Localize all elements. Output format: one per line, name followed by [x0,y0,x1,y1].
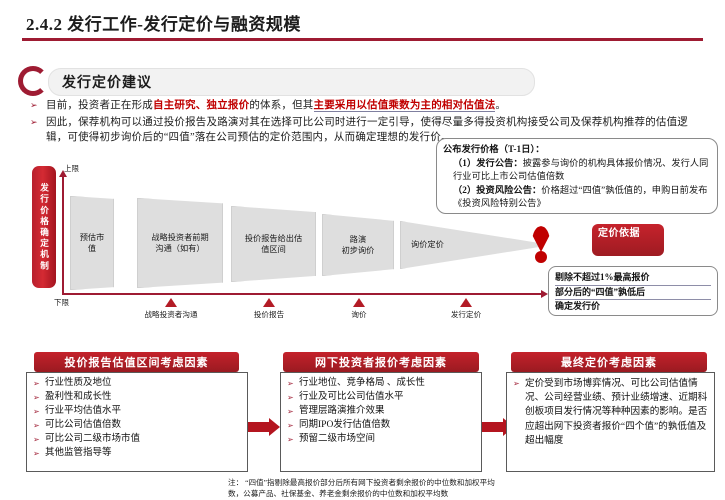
timeline-tick-1-icon [165,298,177,307]
vertical-axis [59,170,67,294]
list-item: ➢其他监管指导等 [33,447,243,461]
list-item: ➢同期IPO发行估值倍数 [287,419,477,433]
horizontal-axis [62,290,548,298]
pricing-rule-note: 剔除不超过1%最高报价 部分后的“四值”孰低后 确定发行价 [548,266,718,316]
mechanism-bar [32,166,56,288]
bullet-marker-icon: ➢ [30,117,38,127]
list-item: ➢盈利性和成长性 [33,391,243,405]
funnel-segment-1: 预估市值 [70,196,114,290]
axis-label-lower: 下限 [54,298,69,307]
issue-price-announcement-card: 公布发行价格（T-1日）： （1）发行公告：披露参与询价的机构具体报价情况、发行… [436,138,718,214]
bullet-text-1: 目前，投资者正在形成自主研究、独立报价的体系，但其主要采用以估值乘数为主的相对估… [46,100,507,112]
bullet-marker-icon: ➢ [33,407,40,417]
pricing-rule-line-1: 剔除不超过1%最高报价 [555,271,711,286]
timeline-label-3: 询价 [351,310,367,319]
list-item: ➢可比公司估值倍数 [33,419,243,433]
box-1-title: 投价报告估值区间考虑因素 [34,352,239,372]
bullet-marker-icon: ➢ [33,421,40,431]
info-card-heading: 公布发行价格（T-1日）： [443,144,545,154]
bullet-marker-icon: ➢ [33,435,40,445]
box-3-body: ➢定价受到市场博弈情况、可比公司估值情况、公司经营业绩、预计业绩增速、近期科创板… [506,372,715,472]
bullet-marker-icon: ➢ [33,449,40,459]
footnote-line-1: 注： “四值”指剔除最高报价部分后所有网下投资者剩余报价的中位数和加权平均 [228,478,495,487]
section-header-pill [48,68,535,96]
footnote: 注： “四值”指剔除最高报价部分后所有网下投资者剩余报价的中位数和加权平均 数，… [228,478,723,499]
funnel-segment-2-label: 战略投资者前期沟通（如有） [151,232,209,254]
funnel-segment-4: 路演初步询价 [322,214,394,276]
list-item: ➢预留二级市场空间 [287,433,477,447]
bullet-marker-icon: ➢ [287,435,294,445]
bullet-marker-icon: ➢ [513,379,520,388]
page-title: 2.4.2 发行工作-发行定价与融资规模 [26,15,301,34]
funnel-segment-1-label: 预估市值 [79,232,105,254]
bullet-marker-icon: ➢ [33,393,40,403]
timeline-label-2: 投价报告 [253,310,285,319]
mechanism-bar-label: 发行价格确定机制 [39,182,50,272]
funnel-segment-4-label: 路演初步询价 [341,234,375,256]
funnel-segment-3: 投价报告给出估值区间 [231,206,316,282]
box-2-body: ➢行业地位、竞争格局 、成长性 ➢行业及可比公司估值水平 ➢管理层路演推介效果 … [280,372,482,472]
bullet-marker-icon: ➢ [33,379,40,388]
pricing-rule-line-3: 确定发行价 [555,301,601,311]
flow-arrow-1-icon [248,418,280,436]
pin-dot-shape [535,251,547,263]
list-item: ➢行业性质及地位 [33,377,243,391]
list-item: ➢ 因此，保荐机构可以通过投价报告及路演对其在选择可比公司时进行一定引导，使得尽… [28,115,708,145]
list-item: ➢可比公司二级市场市值 [33,433,243,447]
list-item: ➢行业平均估值水平 [33,405,243,419]
timeline-tick-4-icon [460,298,472,307]
section-header-label: 发行定价建议 [62,76,152,91]
funnel-segment-2: 战略投资者前期沟通（如有） [137,198,223,288]
pin-drop-shape [532,226,550,252]
list-item: ➢管理层路演推介效果 [287,405,477,419]
box-1-body: ➢行业性质及地位 ➢盈利性和成长性 ➢行业平均估值水平 ➢可比公司估值倍数 ➢可… [26,372,248,472]
timeline-tick-2-icon [263,298,275,307]
bullet-marker-icon: ➢ [287,407,294,417]
bullet-marker-icon: ➢ [30,100,38,110]
bullet-marker-icon: ➢ [287,393,294,403]
box-3-paragraph: ➢定价受到市场博弈情况、可比公司估值情况、公司经营业绩、预计业绩增速、近期科创板… [513,378,708,446]
box-2-title: 网下投资者报价考虑因素 [283,352,479,372]
arc-decoration-icon [18,66,48,96]
bullet-text-2: 因此，保荐机构可以通过投价报告及路演对其在选择可比公司时进行一定引导，使得尽量多… [46,117,688,143]
box-3-title: 最终定价考虑因素 [511,352,707,372]
funnel-segment-5: 询价定价 [400,221,540,269]
list-item: ➢行业及可比公司估值水平 [287,391,477,405]
axis-label-upper: 上限 [64,164,79,173]
bullet-marker-icon: ➢ [287,421,294,431]
info-card-line-1: （1）发行公告：披露参与询价的机构具体报价情况、发行人同行业可比上市公司估值倍数 [453,157,709,182]
list-item: ➢ 目前，投资者正在形成自主研究、独立报价的体系，但其主要采用以估值乘数为主的相… [28,98,708,113]
bullet-list: ➢ 目前，投资者正在形成自主研究、独立报价的体系，但其主要采用以估值乘数为主的相… [28,98,708,147]
pricing-basis-badge: 定价依据 [592,224,664,256]
footnote-line-2: 数，公募产品、社保基金、养老金剩余报价的中位数和加权平均数 [228,488,449,498]
exclamation-pin-icon [530,226,552,263]
list-item: ➢行业地位、竞争格局 、成长性 [287,377,477,391]
pricing-rule-line-2: 部分后的“四值”孰低后 [555,286,711,300]
info-card-line-2: （2）投资风险公告：价格超过“四值”孰低值的，申购日前发布《投资风险特别公告》 [453,184,708,209]
bullet-marker-icon: ➢ [287,379,294,388]
timeline-tick-3-icon [353,298,365,307]
funnel-segment-5-label: 询价定价 [411,240,444,250]
funnel-segment-3-label: 投价报告给出估值区间 [244,233,303,255]
timeline-label-4: 发行定价 [450,310,482,319]
title-divider [22,38,703,41]
timeline-label-1: 战略投资者沟通 [144,310,198,319]
